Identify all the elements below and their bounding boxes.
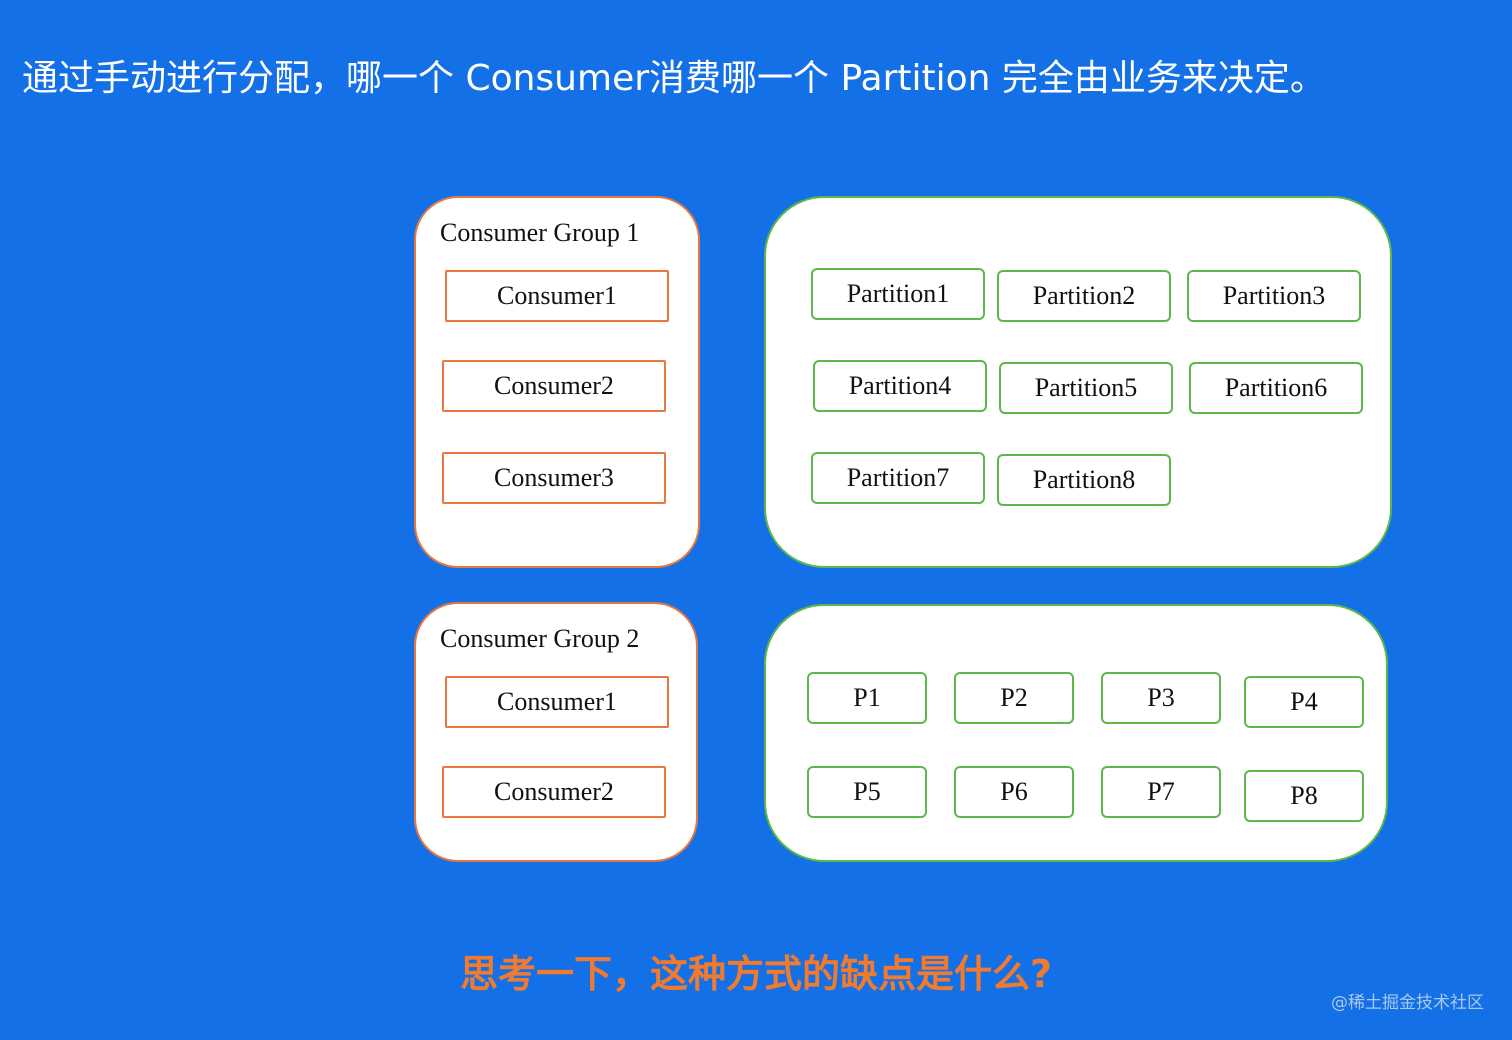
group2-consumer2: Consumer2 (442, 766, 666, 818)
p3: P3 (1101, 672, 1221, 724)
partitions-panel-2: P1 P2 P3 P4 P5 P6 P7 P8 (764, 604, 1388, 862)
p4: P4 (1244, 676, 1364, 728)
p2: P2 (954, 672, 1074, 724)
consumer-group-1-title: Consumer Group 1 (440, 218, 640, 247)
consumer-group-2-panel: Consumer Group 2 Consumer1 Consumer2 (414, 602, 698, 862)
slide-title: 通过手动进行分配，哪一个 Consumer消费哪一个 Partition 完全由… (22, 58, 1326, 99)
group1-consumer1: Consumer1 (445, 270, 669, 322)
p6: P6 (954, 766, 1074, 818)
group1-consumer3: Consumer3 (442, 452, 666, 504)
p7: P7 (1101, 766, 1221, 818)
partition3: Partition3 (1187, 270, 1361, 322)
partition1: Partition1 (811, 268, 985, 320)
partitions-panel-1: Partition1 Partition2 Partition3 Partiti… (764, 196, 1392, 568)
partition2: Partition2 (997, 270, 1171, 322)
group1-consumer2: Consumer2 (442, 360, 666, 412)
partition7: Partition7 (811, 452, 985, 504)
watermark-credit: @稀土掘金技术社区 (1331, 993, 1484, 1013)
partition5: Partition5 (999, 362, 1173, 414)
group2-consumer1: Consumer1 (445, 676, 669, 728)
partition4: Partition4 (813, 360, 987, 412)
partition6: Partition6 (1189, 362, 1363, 414)
consumer-group-1-panel: Consumer Group 1 Consumer1 Consumer2 Con… (414, 196, 700, 568)
p5: P5 (807, 766, 927, 818)
question-text: 思考一下，这种方式的缺点是什么? (459, 952, 1053, 996)
p1: P1 (807, 672, 927, 724)
partition8: Partition8 (997, 454, 1171, 506)
p8: P8 (1244, 770, 1364, 822)
consumer-group-2-title: Consumer Group 2 (440, 624, 640, 653)
